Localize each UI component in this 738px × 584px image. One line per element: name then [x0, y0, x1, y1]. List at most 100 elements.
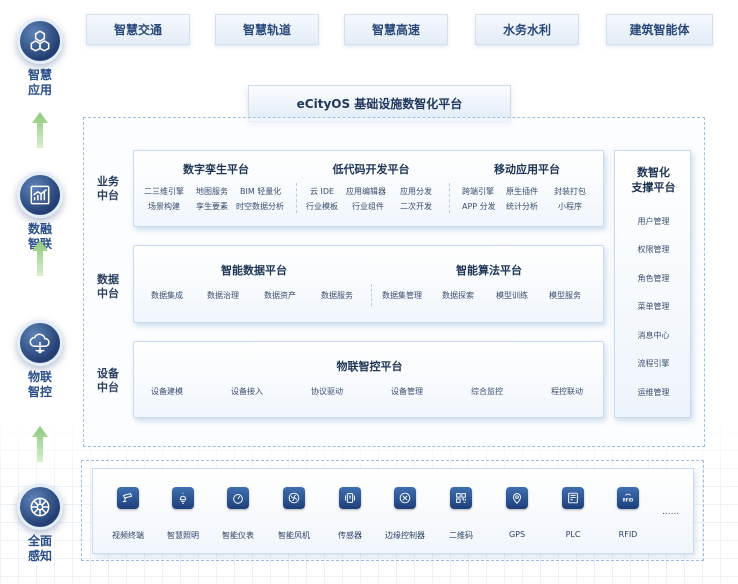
platform-title: eCityOS 基础设施数智化平台: [248, 85, 511, 122]
list-item: 权限管理: [637, 245, 670, 254]
sensor-item-rfid: RFID RFID: [600, 487, 656, 539]
up-arrow-icon: [32, 240, 48, 276]
sensor-item-fan: 智能风机: [266, 487, 322, 541]
app-tab-smart-traffic[interactable]: 智慧交通: [86, 14, 190, 45]
list-item: 用户管理: [637, 217, 670, 226]
list-item: 统计分析: [506, 202, 538, 211]
perception-panel: [92, 468, 694, 554]
camera-icon: [117, 487, 139, 509]
perception-frame: [81, 460, 704, 561]
list-item: 时空数据分析: [236, 202, 284, 211]
sensor-item-edge-controller: 边缘控制器: [377, 487, 433, 541]
app-tab-smart-rail[interactable]: 智慧轨道: [215, 14, 319, 45]
section-title-digital-twin: 数字孪生平台: [183, 163, 249, 176]
support-platform-panel: 数智化 支撑平台 用户管理 权限管理 角色管理 菜单管理 消息中心 流程引擎 运…: [614, 150, 691, 418]
up-arrow-icon: [32, 426, 48, 462]
section-title-low-code: 低代码开发平台: [332, 163, 410, 176]
left-label-iot-control: 物联 智控: [27, 370, 52, 399]
list-item: 孪生要素: [196, 202, 228, 211]
cloud-network-icon: [17, 320, 63, 366]
list-item: 设备接入: [231, 387, 263, 396]
left-node-iot-control: 物联 智控: [0, 320, 80, 400]
list-item: 数据治理: [207, 291, 239, 300]
app-tab-smart-highway[interactable]: 智慧高速: [344, 14, 448, 45]
sensor-item-sensor: 传感器: [322, 487, 378, 541]
app-tab-water[interactable]: 水务水利: [475, 14, 579, 45]
support-platform-title: 数智化 支撑平台: [631, 166, 676, 194]
list-item: 行业组件: [352, 202, 384, 211]
list-item: 数据资产: [264, 291, 296, 300]
list-item: 场景构建: [148, 202, 180, 211]
sensors-more: ......: [662, 507, 680, 517]
lamp-icon: [172, 487, 194, 509]
rfid-icon: RFID: [617, 487, 639, 509]
sensor-label: RFID: [618, 530, 638, 539]
list-item: 行业模板: [306, 202, 338, 211]
list-item: BIM 轻量化: [240, 187, 282, 196]
section-title-smart-data: 智能数据平台: [221, 264, 287, 277]
list-item: 运维管理: [637, 388, 670, 397]
sensor-item-video: 视频终端: [100, 487, 156, 541]
business-panel: 数字孪生平台 二三维引擎 地图服务 BIM 轻量化 场景构建 孪生要素 时空数据…: [133, 150, 604, 227]
up-arrow-icon: [32, 112, 48, 148]
sensor-label: 二维码: [449, 531, 473, 540]
list-item: 综合监控: [471, 387, 503, 396]
left-node-full-perception: 全面 感知: [0, 484, 80, 564]
section-title-mobile: 移动应用平台: [494, 163, 560, 176]
divider: [296, 183, 297, 213]
list-item: 流程引擎: [637, 359, 670, 368]
list-item: 设备建模: [151, 387, 183, 396]
sensor-item-qr-code: 二维码: [433, 487, 489, 541]
sensor-item-meter: 智能仪表: [210, 487, 266, 541]
list-item: 数据服务: [321, 291, 353, 300]
list-item: 二次开发: [400, 202, 432, 211]
list-item: 程控联动: [551, 387, 583, 396]
left-node-smart-app: 智慧 应用: [0, 18, 80, 98]
list-item: 跨端引擎: [462, 187, 494, 196]
divider: [449, 183, 450, 213]
qr-code-icon: [450, 487, 472, 509]
sensor-label: 视频终端: [112, 531, 144, 540]
svg-text:RFID: RFID: [623, 498, 634, 503]
app-tab-building[interactable]: 建筑智能体: [606, 14, 713, 45]
left-label-smart-app: 智慧 应用: [27, 68, 52, 97]
left-label-full-perception: 全面 感知: [27, 534, 52, 563]
sensor-icon: [339, 487, 361, 509]
layer-label-business: 业务 中台: [97, 175, 119, 202]
sensor-label: GPS: [508, 530, 526, 539]
list-item: 二三维引擎: [144, 187, 184, 196]
wheel-sensor-icon: [17, 484, 63, 530]
data-panel: 智能数据平台 数据集成 数据治理 数据资产 数据服务 智能算法平台 数据集管理 …: [133, 245, 604, 323]
list-item: 小程序: [558, 202, 582, 211]
sensor-label: 边缘控制器: [385, 531, 425, 540]
section-title-iot-control: 物联智控平台: [336, 360, 403, 373]
list-item: 协议驱动: [311, 387, 343, 396]
fan-icon: [283, 487, 305, 509]
list-item: 角色管理: [637, 274, 670, 283]
list-item: 数据探索: [442, 291, 474, 300]
bar-chart-icon: [17, 172, 63, 218]
device-panel: 物联智控平台 设备建模 设备接入 协议驱动 设备管理 综合监控 程控联动: [133, 341, 604, 418]
list-item: 地图服务: [196, 187, 228, 196]
list-item: 设备管理: [391, 387, 423, 396]
sensor-item-lighting: 智慧照明: [155, 487, 211, 541]
plc-icon: [562, 487, 584, 509]
section-title-smart-algorithm: 智能算法平台: [456, 264, 522, 277]
gps-icon: [506, 487, 528, 509]
list-item: 数据集管理: [382, 291, 422, 300]
divider: [371, 284, 372, 306]
layer-label-data: 数据 中台: [97, 273, 119, 300]
list-item: 应用编辑器: [346, 187, 386, 196]
list-item: 数据集成: [151, 291, 183, 300]
sensor-label: 智能风机: [278, 531, 310, 540]
list-item: 菜单管理: [637, 302, 670, 311]
gauge-icon: [227, 487, 249, 509]
list-item: 应用分发: [400, 187, 432, 196]
cubes-icon: [17, 18, 63, 64]
list-item: 消息中心: [637, 331, 670, 340]
list-item: 云 IDE: [310, 187, 335, 196]
sensor-label: PLC: [565, 530, 581, 539]
sensor-item-plc: PLC: [545, 487, 601, 539]
sensor-label: 智慧照明: [167, 531, 199, 540]
list-item: APP 分发: [462, 202, 496, 211]
